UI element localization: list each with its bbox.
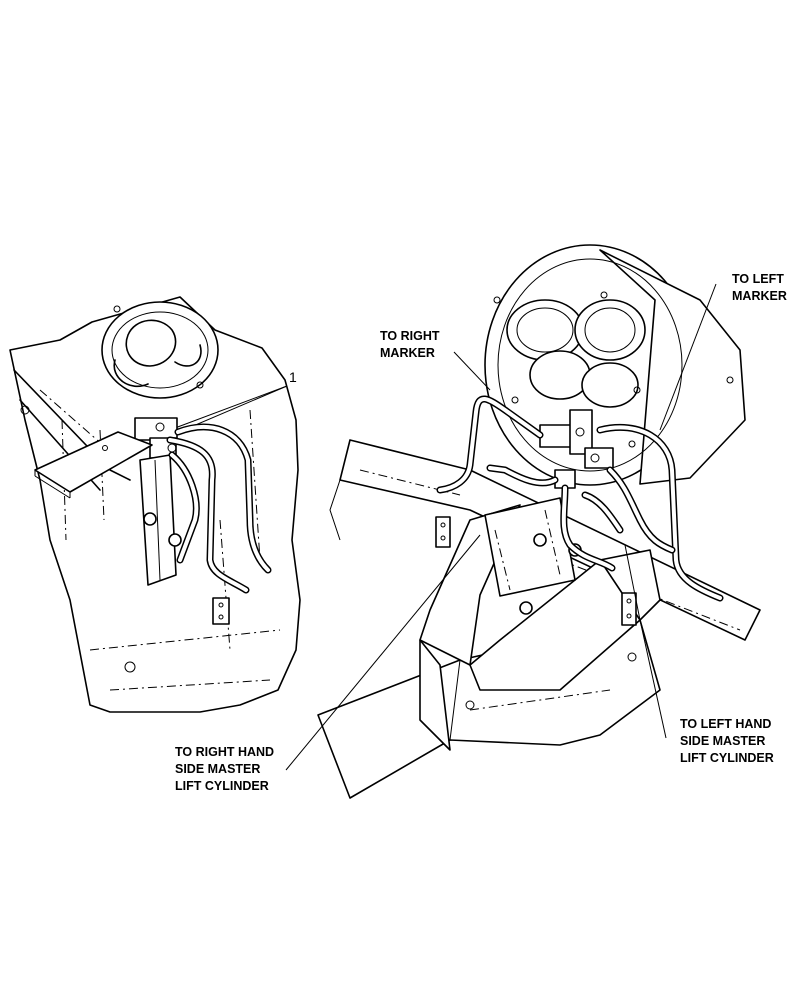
callout-to-right-marker-line2: MARKER <box>380 346 435 360</box>
callout-to-left-hand-cylinder-line1: TO LEFT HAND <box>680 717 771 731</box>
callout-to-right-hand-cylinder-line2: SIDE MASTER <box>175 762 260 776</box>
leader-left-cylinder <box>624 544 667 739</box>
leader-right-marker <box>453 351 491 391</box>
left-detail-view <box>9 296 301 713</box>
callout-to-right-hand-cylinder-line3: LIFT CYLINDER <box>175 779 269 793</box>
callout-to-left-hand-cylinder-line3: LIFT CYLINDER <box>680 751 774 765</box>
item-number-1: 1 <box>289 369 297 385</box>
leader-left-marker <box>659 283 717 431</box>
callout-to-left-hand-cylinder-line2: SIDE MASTER <box>680 734 765 748</box>
callout-to-left-marker-line2: MARKER <box>732 289 787 303</box>
callout-to-right-marker-line1: TO RIGHT <box>380 329 440 343</box>
callout-to-left-marker-line1: TO LEFT <box>732 272 784 286</box>
right-detail-view <box>317 244 761 799</box>
leader-right-cylinder <box>285 534 481 771</box>
callout-to-right-hand-cylinder-line1: TO RIGHT HAND <box>175 745 274 759</box>
